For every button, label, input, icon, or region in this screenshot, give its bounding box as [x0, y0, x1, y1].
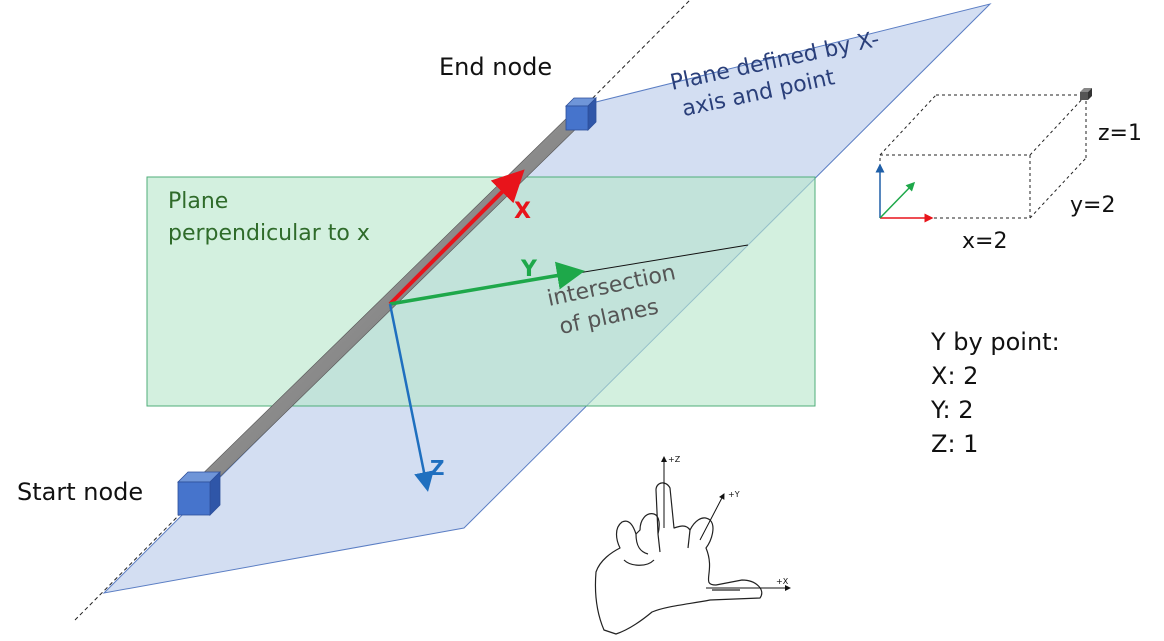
hand-x-label: +X: [776, 577, 789, 586]
y-axis-label: Y: [520, 257, 538, 282]
plane-perpendicular-label-line2: perpendicular to x: [168, 221, 370, 246]
box-z-label: z=1: [1098, 121, 1142, 146]
box-y-label: y=2: [1070, 193, 1115, 218]
point-box: [879, 88, 1092, 219]
hand-z-label: +Z: [668, 455, 681, 464]
y-by-point-z: Z: 1: [931, 430, 978, 458]
box-y-arrow: [879, 181, 916, 219]
hand-y-label: +Y: [728, 490, 740, 499]
z-axis-arrow: [388, 303, 434, 492]
hand-y-axis: [699, 493, 725, 541]
right-hand-rule-icon: [594, 482, 763, 635]
x-axis-label: X: [514, 199, 531, 224]
plane-perpendicular-label-line1: Plane: [168, 189, 228, 214]
x-axis-arrow: [388, 169, 525, 306]
start-node-cube: [177, 471, 221, 516]
start-node-label: Start node: [17, 478, 143, 506]
box-x-label: x=2: [962, 229, 1007, 254]
end-node-cube: [565, 97, 597, 131]
y-by-point-x: X: 2: [931, 362, 978, 390]
y-by-point-title: Y by point:: [930, 328, 1060, 356]
y-axis-arrow: [389, 261, 585, 306]
y-by-point-y: Y: 2: [930, 396, 973, 424]
z-axis-label: Z: [430, 456, 445, 480]
end-node-label: End node: [439, 53, 552, 81]
